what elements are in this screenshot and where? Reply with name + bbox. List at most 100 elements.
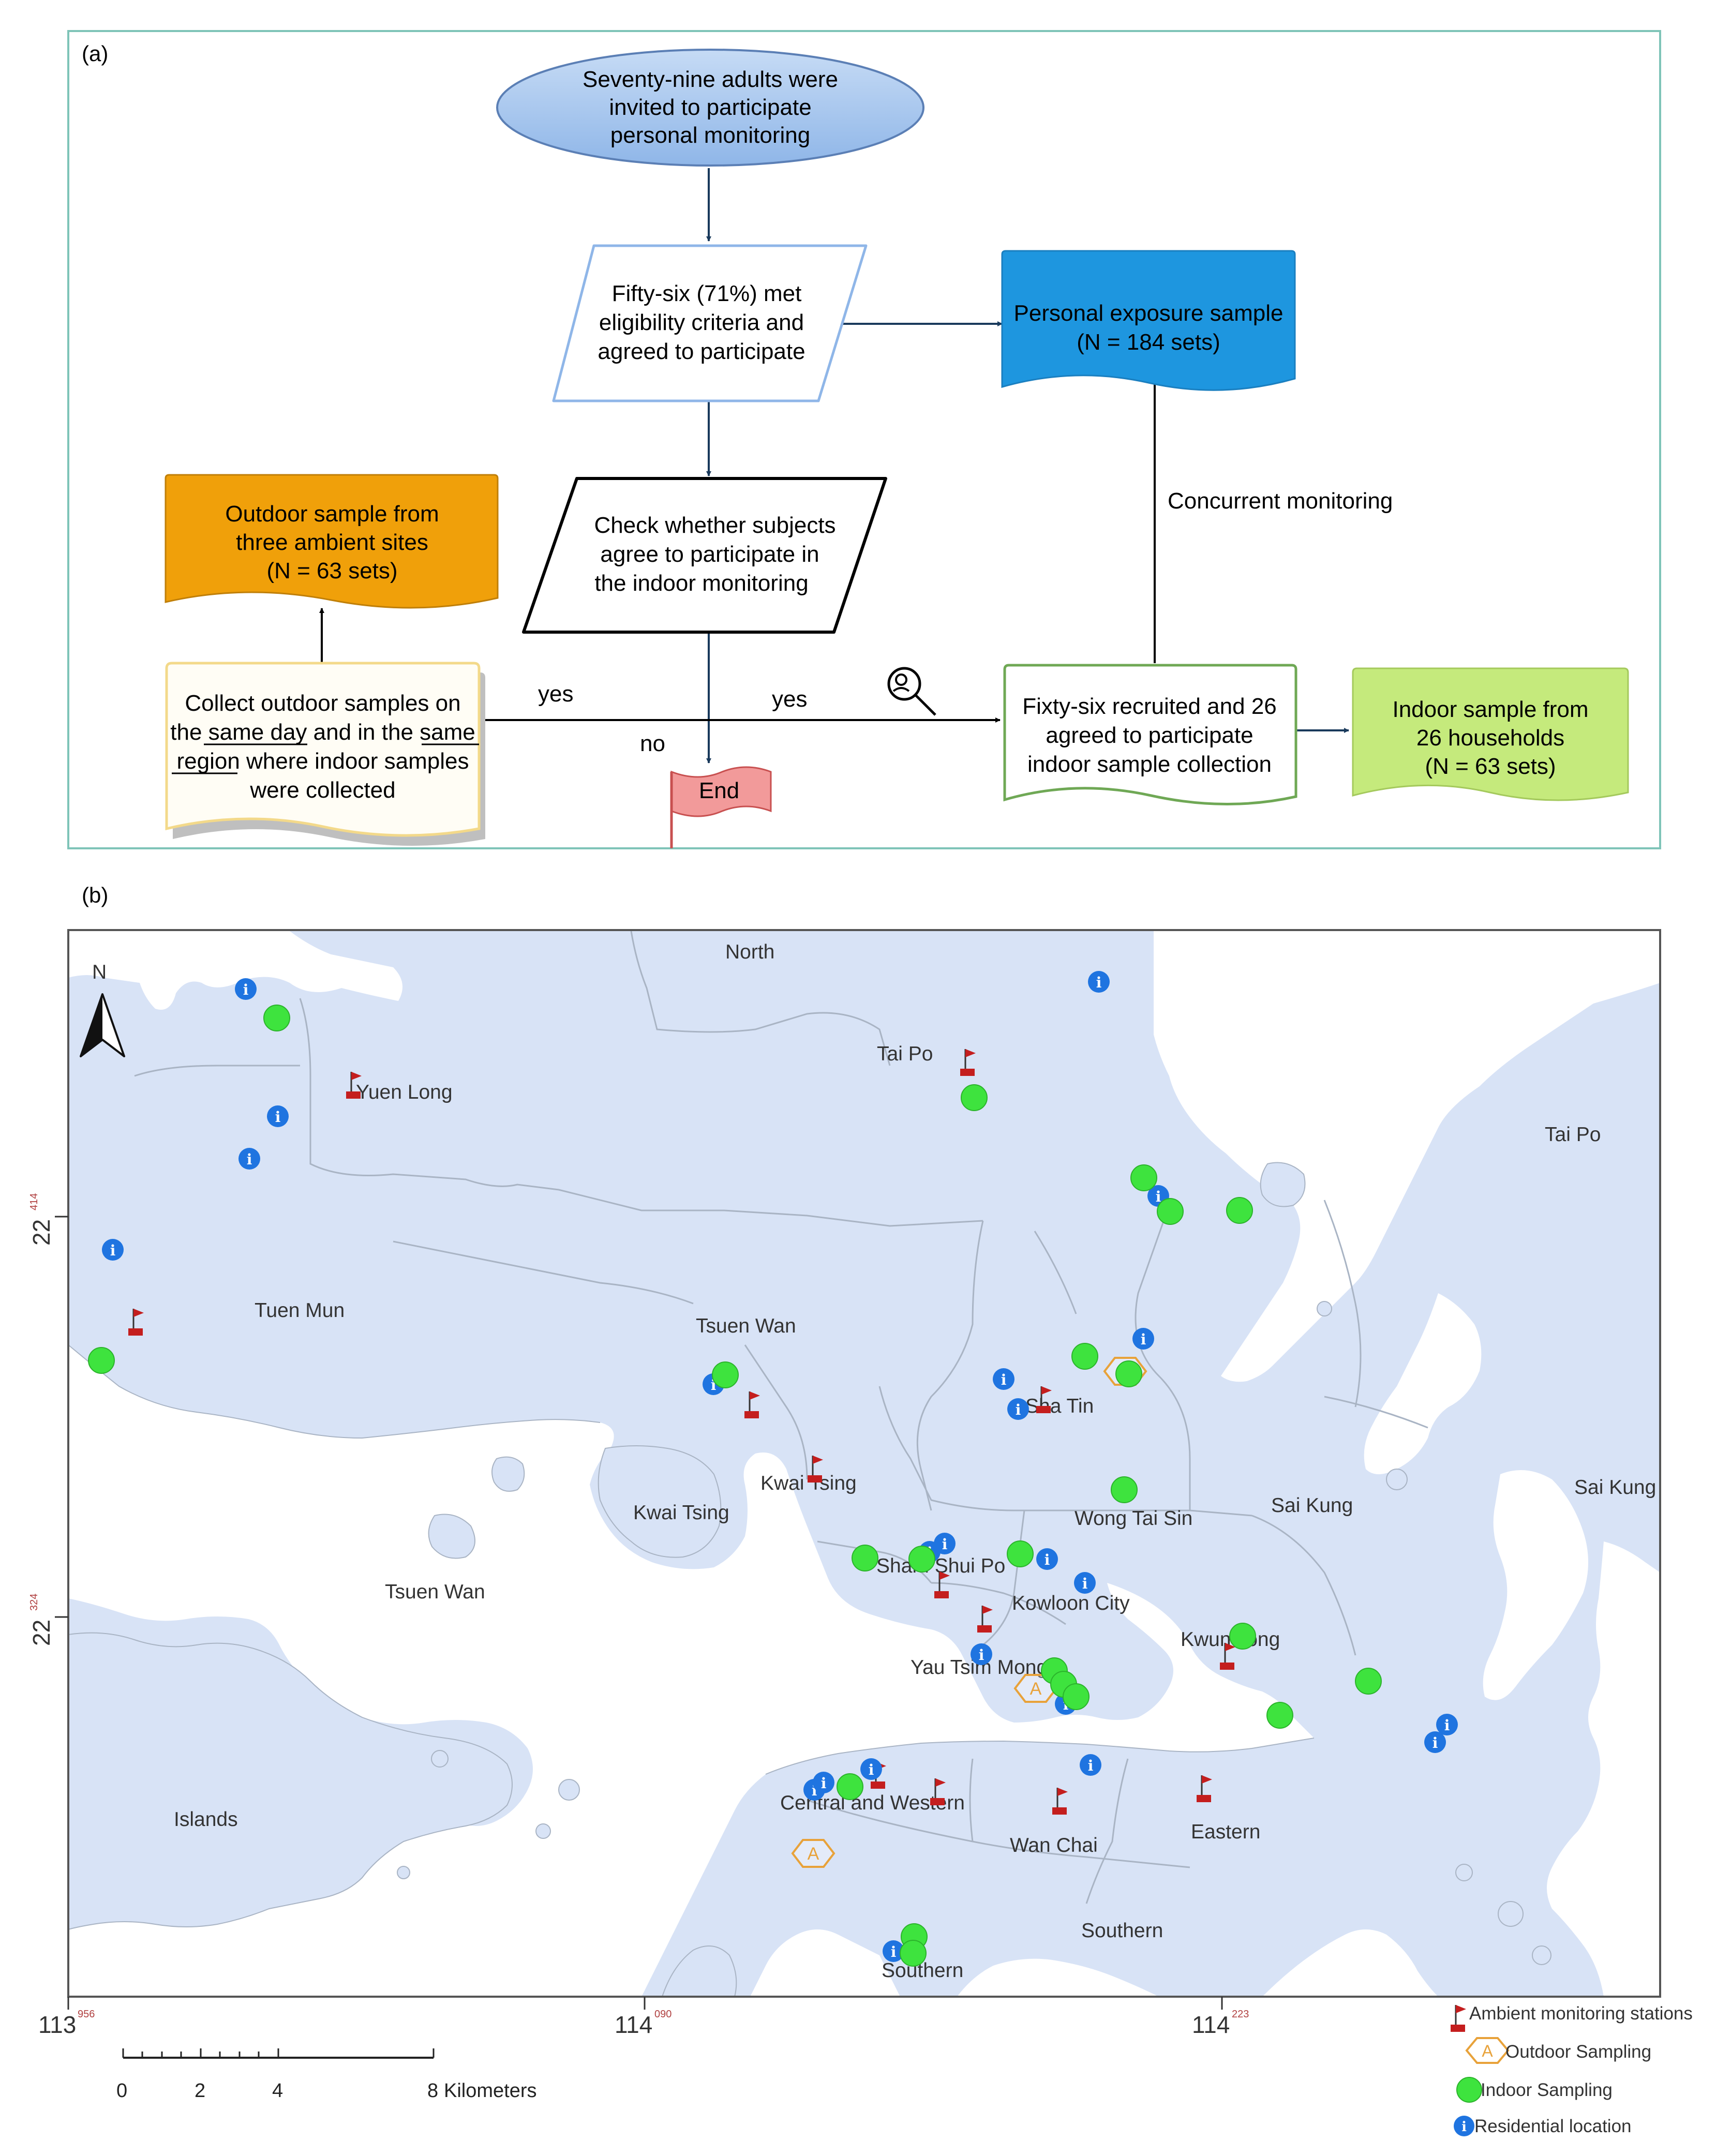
node-eligible: Fifty-six (71%) met eligibility criteria… (552, 244, 868, 402)
node-indoor-line-3: (N = 63 sets) (1425, 754, 1556, 779)
edge-label-yes-left: yes (538, 681, 573, 707)
magnifier-icon (887, 667, 936, 716)
svg-text:i: i (1016, 1401, 1021, 1418)
region-label: Sai Kung (1574, 1476, 1656, 1499)
node-end-label: End (699, 778, 739, 803)
ambient-station-marker (128, 1309, 144, 1336)
svg-text:i: i (247, 1151, 252, 1168)
scale-tick-label: 8 (427, 2080, 438, 2102)
svg-text:i: i (1461, 2119, 1467, 2135)
scale-tick-label: 0 (116, 2080, 127, 2102)
ambient-station-marker (934, 1571, 950, 1598)
node-invite-line-1: Seventy-nine adults were (583, 67, 838, 92)
scale-bar: 0 2 4 8 Kilometers (116, 2048, 537, 2102)
lat-tick: 22 324 (28, 1594, 68, 1646)
residential-location-icon: i (1454, 2116, 1474, 2136)
svg-text:i: i (243, 981, 249, 998)
node-check-line-2: agree to participate in (600, 542, 819, 567)
residential-marker: i (1080, 1754, 1101, 1776)
region-label: Tai Po (877, 1043, 933, 1065)
region-label: Islands (174, 1808, 238, 1831)
svg-text:i: i (942, 1536, 948, 1553)
node-check-line-3: the indoor monitoring (594, 571, 808, 596)
svg-text:i: i (869, 1761, 874, 1778)
outdoor-sampling-icon: A (1465, 2037, 1510, 2064)
region-label: Yuen Long (356, 1081, 453, 1103)
lon-tick-label: 114 (615, 2011, 652, 2038)
node-invite-line-3: personal monitoring (610, 123, 810, 148)
svg-text:i: i (1444, 1717, 1450, 1734)
lon-ticks: 113 956 114 090 114 223 (38, 1997, 1249, 2038)
node-check: Check whether subjects agree to particip… (522, 477, 887, 634)
residential-marker: i (267, 1105, 289, 1127)
svg-text:i: i (1088, 1757, 1094, 1774)
indoor-sampling-marker (837, 1773, 863, 1800)
ambient-station-marker (744, 1391, 760, 1418)
edge-label-concurrent: Concurrent monitoring (1168, 488, 1393, 514)
ambient-station-marker (346, 1072, 362, 1099)
legend-item: Ambient monitoring stations (1451, 2003, 1693, 2032)
map-water (68, 931, 1660, 1997)
outdoor-sampling-marker: A (791, 1839, 835, 1868)
residential-marker: i (102, 1239, 124, 1261)
lon-tick-label: 114 (1192, 2011, 1230, 2038)
indoor-sampling-marker (1355, 1668, 1382, 1695)
region-label: Tai Po (1545, 1124, 1601, 1146)
node-outdoor-sample: Outdoor sample from three ambient sites … (165, 474, 499, 609)
residential-marker: i (1424, 1731, 1446, 1753)
scale-tick-label: 4 (272, 2080, 283, 2102)
ambient-station-marker (1036, 1386, 1052, 1413)
node-indoor-line-2: 26 households (1416, 725, 1564, 751)
indoor-sampling-icon (1456, 2077, 1482, 2103)
indoor-sampling-marker (1007, 1540, 1034, 1567)
indoor-sampling-marker (263, 1005, 290, 1031)
node-eligible-line-3: agreed to participate (598, 339, 805, 364)
svg-text:i: i (110, 1242, 116, 1259)
node-check-line-1: Check whether subjects (594, 513, 835, 538)
lon-tick-label: 113 (38, 2011, 76, 2038)
residential-marker: i (238, 1148, 260, 1170)
residential-markers: i i i i i i i i i i i i i i i i i i i i … (102, 971, 1458, 1962)
indoor-sampling-marker (908, 1546, 935, 1573)
lat-tick-label: 22 (28, 1219, 55, 1246)
ambient-station-marker (808, 1456, 823, 1483)
legend-item: A Outdoor Sampling (1465, 2037, 1651, 2064)
ambient-station-marker (960, 1049, 976, 1076)
lat-tick-sup: 324 (28, 1594, 40, 1611)
ambient-station-icon (1451, 2005, 1466, 2032)
node-outdoor-line-2: three ambient sites (236, 530, 428, 555)
scale-unit-label: Kilometers (444, 2080, 537, 2102)
svg-text:i: i (711, 1376, 717, 1394)
indoor-sampling-marker (1229, 1623, 1256, 1650)
indoor-sampling-marker (712, 1361, 739, 1388)
lon-tick-sup: 956 (78, 2009, 95, 2020)
ambient-station-marker (1220, 1643, 1235, 1670)
node-invite: Seventy-nine adults were invited to part… (496, 49, 924, 167)
region-label: Southern (882, 1959, 963, 1982)
legend-label: Residential location (1474, 2116, 1632, 2136)
svg-text:i: i (1156, 1188, 1161, 1205)
residential-marker: i (934, 1533, 956, 1554)
node-invite-line-2: invited to participate (609, 95, 811, 120)
residential-marker: i (813, 1772, 834, 1793)
node-collect-line-4: were collected (249, 777, 395, 803)
node-recruited-line-2: agreed to participate (1046, 723, 1253, 748)
legend-item: Indoor Sampling (1456, 2077, 1613, 2103)
map (68, 930, 1660, 1997)
node-end: End (670, 766, 772, 848)
node-indoor-sample: Indoor sample from 26 households (N = 63… (1352, 667, 1629, 801)
indoor-sampling-marker (961, 1084, 988, 1111)
lat-ticks: 22 414 22 324 (28, 1193, 68, 1646)
indoor-sampling-marker (900, 1940, 927, 1967)
svg-text:i: i (1082, 1575, 1088, 1592)
region-label: Sai Kung (1271, 1494, 1353, 1517)
residential-marker: i (1007, 1398, 1029, 1420)
svg-text:i: i (1141, 1331, 1146, 1348)
residential-marker: i (1132, 1328, 1154, 1350)
region-label: Tsuen Wan (696, 1315, 796, 1337)
indoor-sampling-marker (1226, 1197, 1253, 1224)
indoor-sampling-marker (1115, 1360, 1142, 1387)
flow-edges (319, 168, 1349, 763)
panel-b-label: (b) (82, 883, 108, 907)
north-arrow: N (80, 961, 125, 1057)
